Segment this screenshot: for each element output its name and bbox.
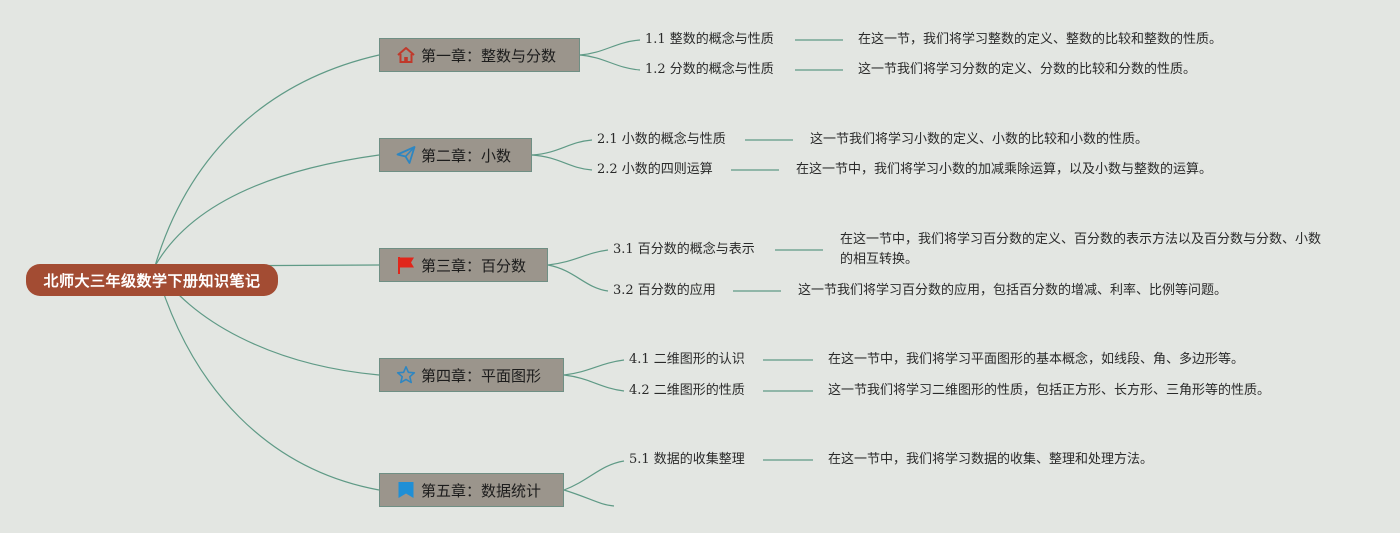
- chapter-4-title: 第四章：平面图形: [421, 366, 542, 385]
- chapter-2-title: 第二章：小数: [421, 146, 512, 165]
- chapter-3-node[interactable]: 第三章：百分数: [379, 248, 548, 282]
- connector-root-ch5: [154, 265, 380, 491]
- connector-ch1-s1: [579, 39, 641, 56]
- connector-root-ch2: [154, 154, 380, 267]
- star-icon: [396, 366, 416, 384]
- section-3-1-description[interactable]: 在这一节中，我们将学习百分数的定义、百分数的表示方法以及百分数与分数、小数的相互…: [840, 232, 1322, 267]
- section-4-2-description[interactable]: 这一节我们将学习二维图形的性质，包括正方形、长方形、三角形等的性质。: [828, 383, 1271, 398]
- chapter-3-title: 第三章：百分数: [421, 256, 527, 275]
- paper-plane-icon: [396, 146, 416, 164]
- chapter-1-node[interactable]: 第一章：整数与分数: [379, 38, 580, 72]
- chapter-5-node[interactable]: 第五章：数据统计: [379, 473, 564, 507]
- connector-ch5-s1: [563, 460, 625, 491]
- section-4-1-label[interactable]: 4.1 二维图形的认识: [629, 352, 745, 367]
- connector-ch2-s2: [531, 154, 593, 171]
- chapter-2-node[interactable]: 第二章：小数: [379, 138, 532, 172]
- chapter-1-title: 第一章：整数与分数: [421, 46, 557, 65]
- section-3-1-label[interactable]: 3.1 百分数的概念与表示: [613, 242, 755, 257]
- section-1-1-label[interactable]: 1.1 整数的概念与性质: [645, 32, 774, 47]
- connector-ch2-s1: [531, 139, 593, 156]
- home-icon: [397, 47, 415, 63]
- section-3-2-label[interactable]: 3.2 百分数的应用: [613, 283, 716, 298]
- section-4-1-description[interactable]: 在这一节中，我们将学习平面图形的基本概念，如线段、角、多边形等。: [828, 352, 1245, 367]
- chapter-4-node[interactable]: 第四章：平面图形: [379, 358, 564, 392]
- root-topic[interactable]: 北师大三年级数学下册知识笔记: [26, 264, 278, 296]
- connector-ch3-s2: [547, 264, 609, 292]
- chapter-5-title: 第五章：数据统计: [421, 481, 542, 500]
- connector-root-ch1: [154, 54, 380, 267]
- section-5-1-description[interactable]: 在这一节中，我们将学习数据的收集、整理和处理方法。: [828, 452, 1154, 467]
- section-1-2-label[interactable]: 1.2 分数的概念与性质: [645, 62, 774, 77]
- section-4-2-label[interactable]: 4.2 二维图形的性质: [629, 383, 745, 398]
- section-2-1-description[interactable]: 这一节我们将学习小数的定义、小数的比较和小数的性质。: [810, 132, 1149, 147]
- root-topic-label: 北师大三年级数学下册知识笔记: [43, 271, 261, 290]
- section-1-2-description[interactable]: 这一节我们将学习分数的定义、分数的比较和分数的性质。: [858, 62, 1197, 77]
- section-2-1-label[interactable]: 2.1 小数的概念与性质: [597, 132, 726, 147]
- section-2-2-label[interactable]: 2.2 小数的四则运算: [597, 162, 713, 177]
- section-3-2-description[interactable]: 这一节我们将学习百分数的应用，包括百分数的增减、利率、比例等问题。: [798, 283, 1228, 298]
- section-1-1-description[interactable]: 在这一节，我们将学习整数的定义、整数的比较和整数的性质。: [858, 32, 1223, 47]
- section-5-1-label[interactable]: 5.1 数据的收集整理: [629, 452, 745, 467]
- connector-ch3-s1: [547, 249, 609, 266]
- connector-ch4-s1: [563, 359, 625, 376]
- red-flag-icon: [398, 257, 414, 274]
- connector-ch5-blank: [563, 489, 615, 507]
- connector-ch4-s2: [563, 374, 625, 392]
- blue-flag-icon: [398, 482, 414, 498]
- connector-ch1-s2: [579, 54, 641, 71]
- section-2-2-description[interactable]: 在这一节中，我们将学习小数的加减乘除运算，以及小数与整数的运算。: [796, 162, 1213, 177]
